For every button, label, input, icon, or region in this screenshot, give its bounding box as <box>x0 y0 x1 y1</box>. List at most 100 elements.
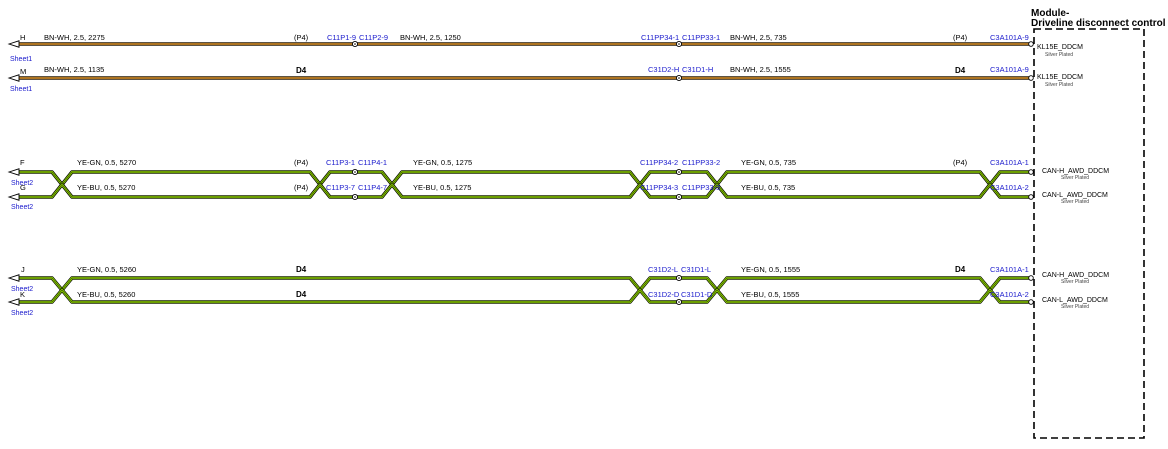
module-pin-terminal <box>1028 75 1034 81</box>
connector-pin[interactable]: C31D1-D <box>681 290 713 299</box>
wire-row-g: G Sheet2 YE-BU, 0.5, 5270 (P4) C11P3-7 C… <box>11 183 1108 211</box>
wire-spec: YE-BU, 0.5, 735 <box>741 183 795 192</box>
wire-spec: YE-BU, 0.5, 5270 <box>77 183 135 192</box>
shield-tag: D4 <box>296 265 307 274</box>
connector-pin[interactable]: C11P4-1 <box>358 158 387 167</box>
wire-row-j: J Sheet2 YE-GN, 0.5, 5260 D4 C31D2-L C31… <box>11 265 1109 293</box>
shield-tag: D4 <box>296 66 307 75</box>
splice-dot <box>678 77 680 79</box>
sheet-ref[interactable]: Sheet2 <box>11 180 33 187</box>
shield-tag: D4 <box>955 265 966 274</box>
sheet-ref[interactable]: Sheet2 <box>11 310 33 317</box>
connector-pin[interactable]: C11P4-7 <box>358 183 387 192</box>
sheet-ref[interactable]: Sheet2 <box>11 204 33 211</box>
wire-j-outline <box>19 276 1029 292</box>
connector-pin[interactable]: C11PP34-1 <box>641 33 679 42</box>
wire-spec: YE-BU, 0.5, 5260 <box>77 290 135 299</box>
harness-arrow <box>7 168 20 176</box>
splice-dot <box>354 43 356 45</box>
connector-pin[interactable]: C31D2-H <box>648 65 679 74</box>
splice-dot <box>678 196 680 198</box>
wire-spec: YE-GN, 0.5, 1275 <box>413 158 472 167</box>
connector-pin[interactable]: C3A101A-1 <box>990 265 1029 274</box>
connector-pin[interactable]: C11P1-9 <box>327 33 356 42</box>
sheet-ref[interactable]: Sheet1 <box>10 56 32 63</box>
wire-spec: YE-GN, 0.5, 5270 <box>77 158 136 167</box>
connector-pin[interactable]: C31D1-L <box>681 265 711 274</box>
wire-spec: YE-BU, 0.5, 1275 <box>413 183 471 192</box>
wire-spec: BN-WH, 2.5, 1555 <box>730 65 791 74</box>
harness-arrow <box>7 274 20 282</box>
shield-tag: (P4) <box>953 33 968 42</box>
connector-pin[interactable]: C31D2-L <box>648 265 678 274</box>
connector-pin[interactable]: C3A101A-1 <box>990 158 1029 167</box>
wire-f-outline <box>19 170 1029 187</box>
ecu-pin-name: KL15E_DDCM <box>1037 74 1083 81</box>
ecu-pin-plating: Silver Plated <box>1061 199 1089 205</box>
connector-pin[interactable]: C3A101A-9 <box>990 65 1029 74</box>
module-pin-terminal <box>1028 275 1034 281</box>
wire-f-center <box>19 171 1029 185</box>
ecu-pin-name: CAN-H_AWD_DDCM <box>1042 272 1109 279</box>
connector-pin[interactable]: C11PP34-3 <box>640 183 678 192</box>
wire-row-f: F Sheet2 YE-GN, 0.5, 5270 (P4) C11P3-1 C… <box>11 158 1109 187</box>
connector-pin[interactable]: C31D1-H <box>682 65 713 74</box>
connector-pin[interactable]: C11P3-7 <box>326 183 355 192</box>
harness-arrow <box>7 40 20 48</box>
splice-dot <box>678 43 680 45</box>
splice-dot <box>354 196 356 198</box>
ecu-pin-plating: Silver Plated <box>1045 82 1073 88</box>
wire-g-center <box>19 184 1029 198</box>
shield-tag: D4 <box>296 290 307 299</box>
module-pin-terminal <box>1028 41 1034 47</box>
wire-id: J <box>21 265 25 274</box>
shield-tag: (P4) <box>294 33 309 42</box>
wire-spec: BN-WH, 2.5, 1250 <box>400 33 461 42</box>
sheet-ref[interactable]: Sheet1 <box>10 86 32 93</box>
module-title-line1: Module- <box>1031 8 1069 19</box>
wire-id: F <box>20 158 25 167</box>
wire-spec: BN-WH, 2.5, 2275 <box>44 33 105 42</box>
wire-spec: YE-GN, 0.5, 1555 <box>741 265 800 274</box>
ecu-pin-plating: Silver Plated <box>1061 175 1089 181</box>
connector-pin[interactable]: C11PP33-3 <box>682 183 720 192</box>
ecu-pin-plating: Silver Plated <box>1045 52 1073 58</box>
connector-pin[interactable]: C11PP34-2 <box>640 158 678 167</box>
wire-g-outline <box>19 182 1029 199</box>
wire-row-m: M Sheet1 BN-WH, 2.5, 1135 D4 C31D2-H C31… <box>10 65 1083 93</box>
wire-layer <box>7 40 1034 306</box>
module-pin-terminal <box>1028 169 1034 175</box>
connector-pin[interactable]: C11PP33-1 <box>682 33 720 42</box>
shield-tag: D4 <box>955 66 966 75</box>
harness-arrow <box>7 298 20 306</box>
connector-pin[interactable]: C11PP33-2 <box>682 158 720 167</box>
wire-row-k: K Sheet2 YE-BU, 0.5, 5260 D4 C31D2-D C31… <box>11 290 1108 317</box>
connector-pin[interactable]: C31D2-D <box>648 290 680 299</box>
wire-f <box>19 170 1029 186</box>
shield-tag: (P4) <box>953 158 968 167</box>
ecu-pin-name: CAN-L_AWD_DDCM <box>1042 192 1108 199</box>
connector-pin[interactable]: C11P2-9 <box>359 33 388 42</box>
wire-spec: BN-WH, 2.5, 1135 <box>44 65 104 74</box>
splice-dot <box>354 171 356 173</box>
shield-tag: (P4) <box>294 158 309 167</box>
module-pin-terminal <box>1028 299 1034 305</box>
sheet-ref[interactable]: Sheet2 <box>11 286 33 293</box>
shield-tag: (P4) <box>294 183 309 192</box>
wire-g <box>19 183 1029 199</box>
ecu-pin-name: CAN-L_AWD_DDCM <box>1042 297 1108 304</box>
module-title-line2: Driveline disconnect control <box>1031 18 1166 29</box>
wire-spec: YE-BU, 0.5, 1555 <box>741 290 799 299</box>
connector-pin[interactable]: C11P3-1 <box>326 158 355 167</box>
splice-dot <box>678 301 680 303</box>
wire-k-outline <box>19 288 1029 304</box>
splice-dot <box>678 171 680 173</box>
connector-pin[interactable]: C3A101A-9 <box>990 33 1029 42</box>
wire-spec: YE-GN, 0.5, 735 <box>741 158 796 167</box>
module-box <box>1033 28 1145 439</box>
wire-row-h: H Sheet1 BN-WH, 2.5, 2275 (P4) C11P1-9 C… <box>10 33 1083 63</box>
connector-pin[interactable]: C3A101A-2 <box>990 183 1029 192</box>
connector-pin[interactable]: C3A101A-2 <box>990 290 1029 299</box>
module-pin-terminal <box>1028 194 1034 200</box>
